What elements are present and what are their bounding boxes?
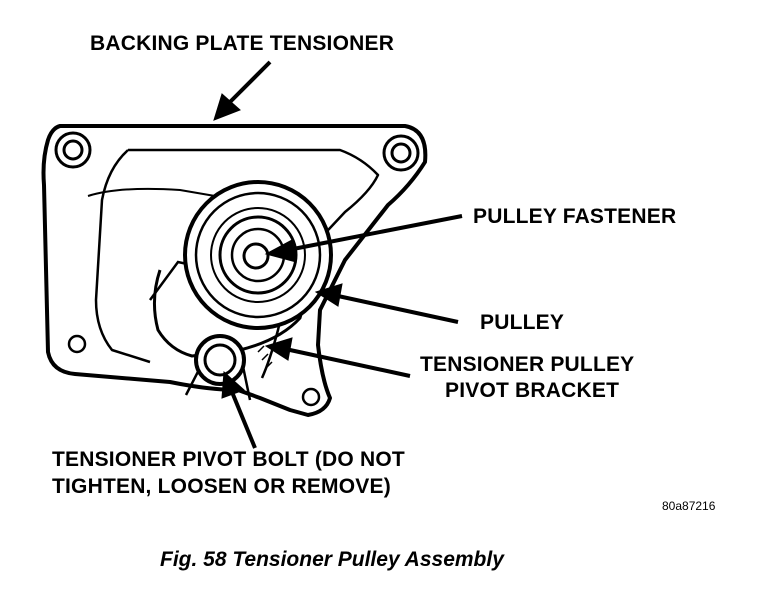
mounting-hole-top-right [382,134,420,172]
arrow-pulley-fastener [287,214,463,252]
arrow-pivot-bolt [230,391,257,449]
label-backing-plate-tensioner: BACKING PLATE TENSIONER [90,32,395,55]
leader-arrows [213,60,463,449]
arrowhead-backing-plate [213,93,241,121]
arrow-pivot-bracket [289,348,411,378]
arrow-pulley [337,294,459,324]
pivot-bracket-hatch [257,345,273,369]
label-pivot-bolt-line1: TENSIONER PIVOT BOLT (DO NOT [52,448,405,471]
figure-caption: Fig. 58 Tensioner Pulley Assembly [160,548,504,571]
label-pivot-bracket-line1: TENSIONER PULLEY [420,353,635,376]
mounting-hole-top-left [54,131,92,169]
arrowhead-pulley-fastener [264,239,297,263]
mounting-hole-bottom-left [67,334,87,354]
mounting-hole-bottom-right [301,387,321,407]
arrowhead-pivot-bracket [264,337,293,361]
arrow-backing-plate [228,60,272,104]
label-pulley-fastener: PULLEY FASTENER [473,205,677,228]
figure-id: 80a87216 [662,499,716,513]
label-pivot-bracket-line2: PIVOT BRACKET [445,379,620,402]
tensioner-pivot-bolt [194,334,246,386]
arrowhead-pulley [314,283,343,307]
pulley-fastener [242,242,270,270]
label-pulley: PULLEY [480,311,565,334]
backing-plate-ridge [87,187,216,197]
label-pivot-bolt-line2: TIGHTEN, LOOSEN OR REMOVE) [52,475,391,498]
backing-plate-outline [41,124,428,417]
arrowhead-pivot-bolt [221,370,245,399]
pivot-bracket [153,269,307,358]
backing-plate-inner-contour [94,148,380,379]
